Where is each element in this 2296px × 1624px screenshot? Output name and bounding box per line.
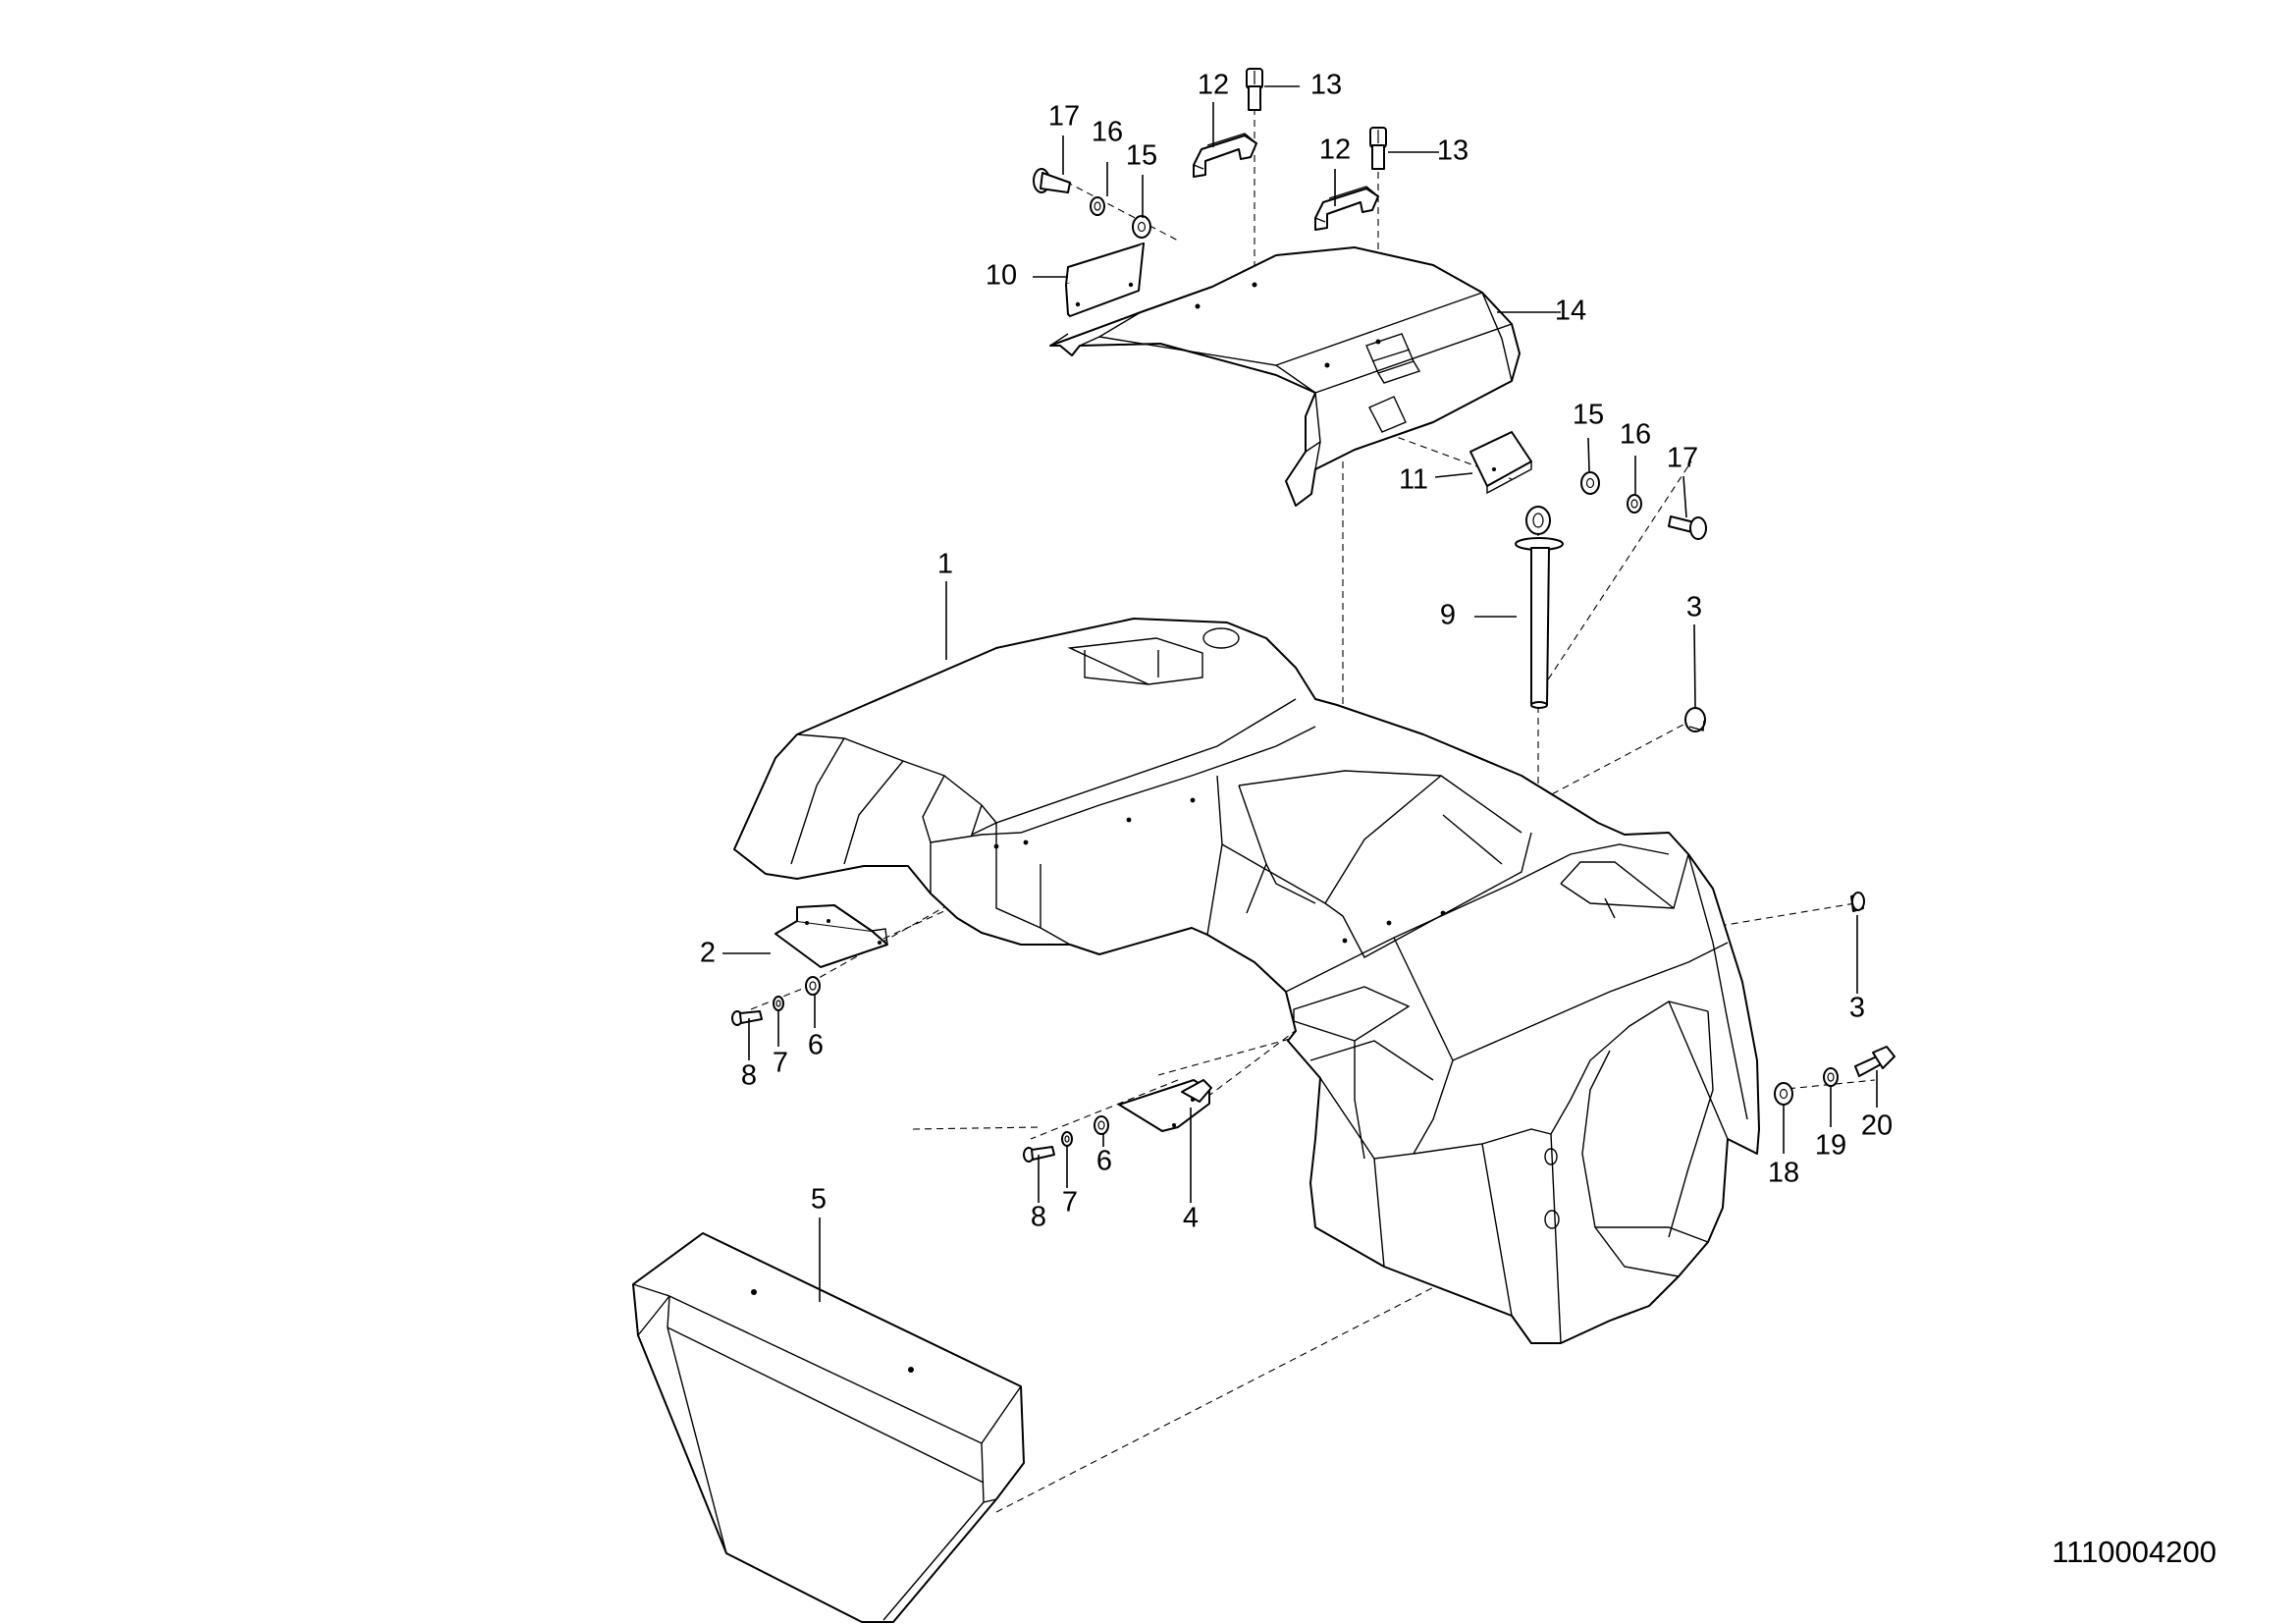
callout-8-lower: 8	[1031, 1202, 1046, 1233]
part-16-lockwasher-right	[1627, 494, 1642, 514]
callout-16-left: 16	[1092, 117, 1123, 148]
part-12-handle-left	[1193, 133, 1257, 178]
part-2-bracket	[774, 904, 888, 968]
part-3-plug-lower	[1850, 892, 1865, 912]
leader-lines	[722, 85, 1878, 1302]
part-1-main-body	[733, 618, 1760, 1344]
callout-7-upper: 7	[773, 1048, 788, 1079]
callout-15-right: 15	[1573, 400, 1604, 431]
callout-20: 20	[1861, 1110, 1893, 1142]
callout-labels: 1 2 3 3 4 5 6 6 7 7 8 8 9 10 11 12 12 13…	[700, 70, 1893, 1234]
part-7-lockwasher-upper	[773, 996, 784, 1011]
part-7-lockwasher-lower	[1061, 1131, 1073, 1147]
callout-5: 5	[811, 1184, 827, 1216]
part-15-washer-left	[1132, 215, 1151, 239]
part-13-screw-left	[1246, 68, 1263, 111]
callout-13-right: 13	[1437, 135, 1468, 167]
callout-6-upper: 6	[808, 1030, 824, 1061]
part-3-plug-upper	[1684, 707, 1706, 732]
part-19-lockwasher	[1823, 1067, 1839, 1087]
callout-13-left: 13	[1310, 70, 1342, 101]
callout-4: 4	[1183, 1203, 1199, 1234]
callout-17-right: 17	[1667, 443, 1698, 474]
part-18-washer	[1774, 1082, 1793, 1106]
callout-8-upper: 8	[741, 1060, 757, 1092]
callout-10: 10	[986, 260, 1017, 292]
part-17-bolt-left	[1033, 168, 1071, 193]
part-6-washer-upper	[805, 976, 821, 996]
part-10-side-plate-left	[1065, 243, 1145, 317]
part-12-handle-right	[1314, 186, 1379, 231]
callout-6-lower: 6	[1096, 1146, 1112, 1177]
part-8-bolt-upper	[731, 1010, 763, 1026]
drawing-number: 1110004200	[2052, 1535, 2216, 1569]
part-20-bolt	[1854, 1046, 1896, 1077]
callout-11: 11	[1399, 464, 1428, 496]
part-4-bracket	[1118, 1079, 1212, 1132]
part-17-bolt-right	[1668, 515, 1707, 540]
callout-14: 14	[1555, 296, 1586, 327]
part-9-lifting-pin	[1515, 506, 1564, 709]
part-11-side-plate-right	[1469, 431, 1532, 495]
callout-9: 9	[1440, 600, 1456, 631]
callout-7-lower: 7	[1062, 1187, 1078, 1218]
callout-1: 1	[937, 549, 953, 580]
callout-3-upper: 3	[1686, 592, 1702, 623]
callout-2: 2	[700, 938, 716, 969]
part-5-side-box	[632, 1232, 1025, 1623]
callout-12-left: 12	[1198, 70, 1229, 101]
part-6-washer-lower	[1094, 1115, 1109, 1135]
callout-16-right: 16	[1620, 419, 1651, 451]
part-15-washer-right	[1580, 471, 1600, 495]
callout-3-lower: 3	[1849, 993, 1865, 1024]
callout-15-left: 15	[1126, 140, 1157, 172]
callout-17-left: 17	[1048, 101, 1080, 133]
callout-12-right: 12	[1319, 135, 1351, 166]
callout-18: 18	[1768, 1158, 1799, 1189]
part-8-bolt-lower	[1023, 1146, 1055, 1163]
part-13-screw-right	[1369, 127, 1387, 170]
callout-19: 19	[1815, 1130, 1846, 1162]
part-14-top-cover	[1049, 246, 1521, 507]
part-16-lockwasher-left	[1090, 196, 1105, 216]
